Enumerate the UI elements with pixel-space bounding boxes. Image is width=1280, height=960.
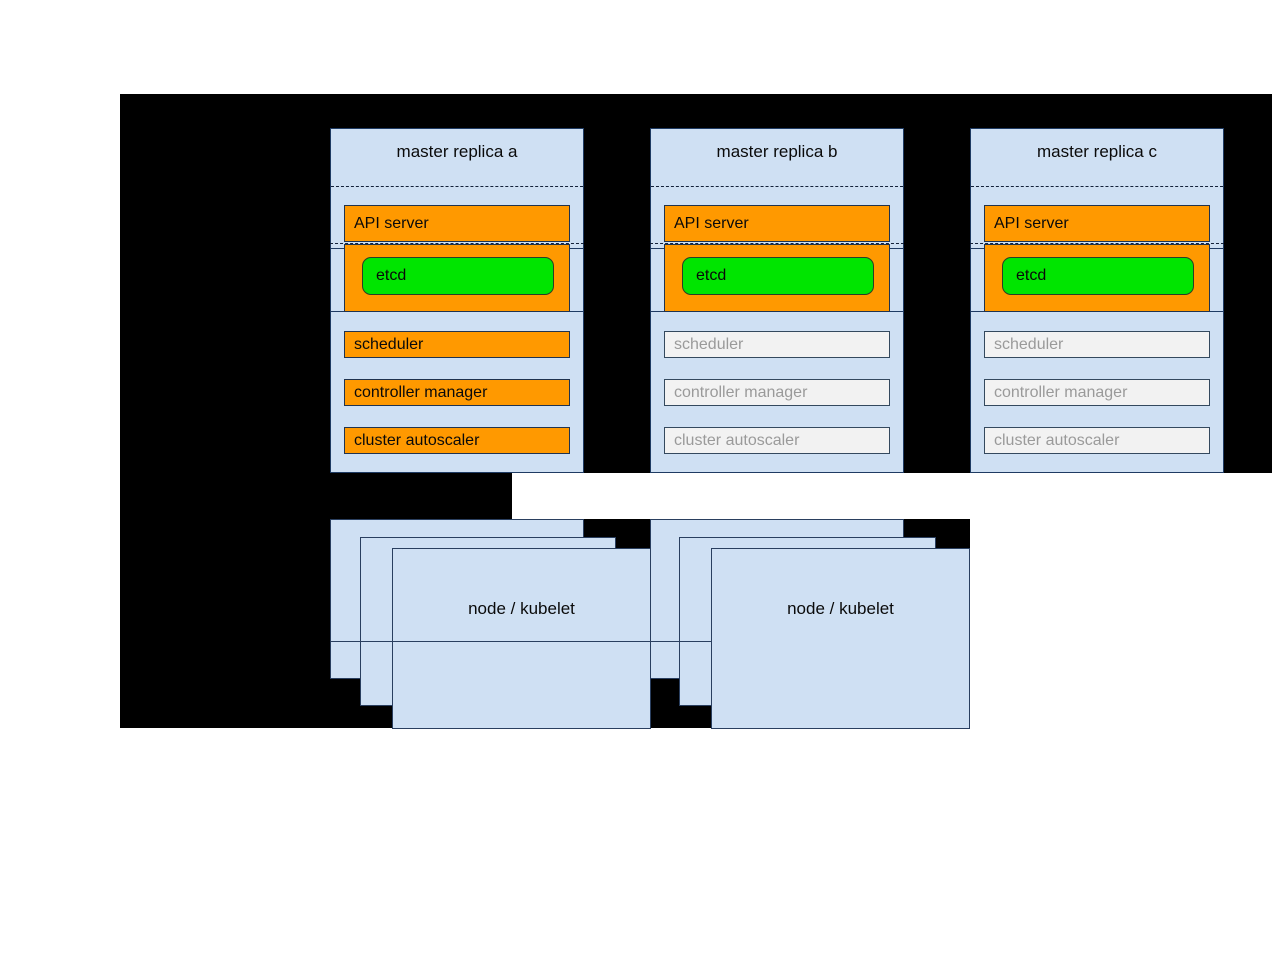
master-c-apiserver-dashline — [970, 243, 1224, 244]
master-a-divider-top — [331, 186, 583, 187]
master-a-etcd[interactable]: etcd — [362, 257, 554, 295]
master-a-scheduler[interactable]: scheduler — [344, 331, 570, 358]
master-a-api-server[interactable]: API server — [344, 205, 570, 242]
master-replica-a-title: master replica a — [396, 142, 518, 161]
node-group-2-card-front[interactable]: node / kubelet — [711, 548, 970, 729]
master-replica-b-title: master replica b — [716, 142, 838, 161]
node-group-1-hairline — [330, 641, 651, 642]
master-c-divider-top — [971, 186, 1223, 187]
node-group-2-hairline — [650, 641, 711, 642]
master-a-cluster-autoscaler[interactable]: cluster autoscaler — [344, 427, 570, 454]
master-c-cluster-autoscaler[interactable]: cluster autoscaler — [984, 427, 1210, 454]
master-c-etcd[interactable]: etcd — [1002, 257, 1194, 295]
master-c-api-server[interactable]: API server — [984, 205, 1210, 242]
master-a-controller-manager[interactable]: controller manager — [344, 379, 570, 406]
node-group-1-label: node / kubelet — [468, 599, 575, 618]
node-group-2-label: node / kubelet — [787, 599, 894, 618]
master-c-controller-manager[interactable]: controller manager — [984, 379, 1210, 406]
master-b-controller-manager[interactable]: controller manager — [664, 379, 890, 406]
master-replica-c-title: master replica c — [1037, 142, 1157, 161]
master-b-cluster-autoscaler[interactable]: cluster autoscaler — [664, 427, 890, 454]
master-b-divider-top — [651, 186, 903, 187]
master-b-etcd[interactable]: etcd — [682, 257, 874, 295]
master-c-scheduler[interactable]: scheduler — [984, 331, 1210, 358]
master-b-scheduler[interactable]: scheduler — [664, 331, 890, 358]
master-a-apiserver-dashline — [330, 243, 584, 244]
master-b-api-server[interactable]: API server — [664, 205, 890, 242]
node-group-1-card-front[interactable]: node / kubelet — [392, 548, 651, 729]
master-b-apiserver-dashline — [650, 243, 904, 244]
